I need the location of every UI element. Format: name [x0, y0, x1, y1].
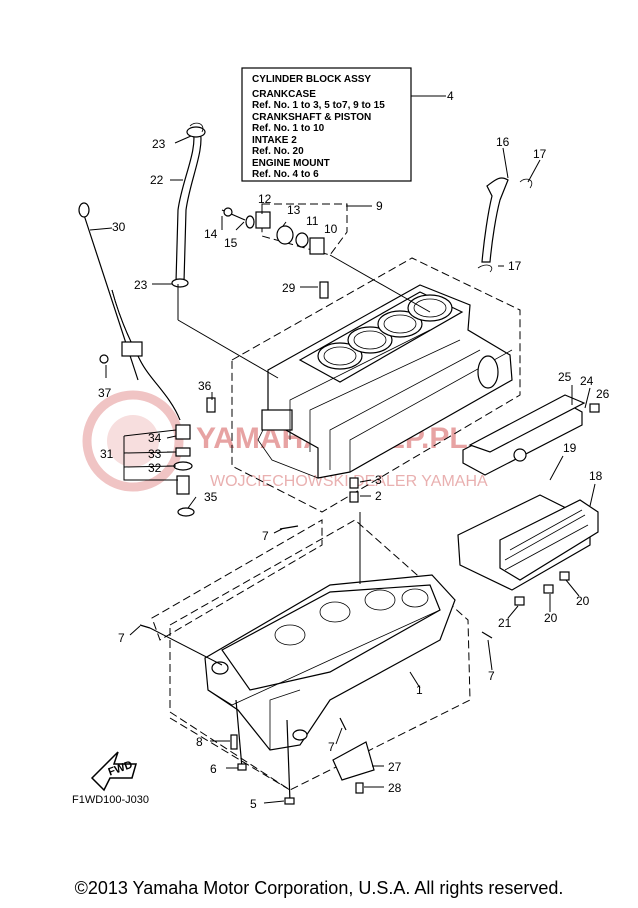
callout-21: 21 [498, 616, 512, 630]
callout-8: 8 [196, 735, 203, 749]
callout-25: 25 [558, 370, 572, 384]
callout-17-top: 17 [533, 147, 547, 161]
callout-4: 4 [447, 89, 454, 103]
dipstick-assembly [78, 202, 216, 517]
callout-35: 35 [204, 490, 218, 504]
info-box-line-9: Ref. No. 4 to 6 [252, 169, 319, 180]
callout-29: 29 [282, 281, 296, 295]
callout-28: 28 [388, 781, 402, 795]
info-box-line-8: ENGINE MOUNT [252, 158, 330, 169]
callout-3: 3 [375, 473, 382, 487]
callout-30: 30 [112, 220, 126, 234]
hoses [171, 122, 533, 288]
callout-12: 12 [258, 192, 272, 206]
small-parts [221, 207, 431, 503]
fwd-arrow: FWD [90, 751, 137, 792]
callout-22: 22 [150, 173, 164, 187]
info-box-line-7: Ref. No. 20 [252, 146, 304, 157]
callout-23-top: 23 [152, 137, 166, 151]
callout-27: 27 [388, 760, 402, 774]
callout-2: 2 [375, 489, 382, 503]
cylinder-block [257, 284, 513, 479]
callout-23-bottom: 23 [134, 278, 148, 292]
callout-32: 32 [148, 461, 162, 475]
group-outlines [151, 203, 521, 791]
callout-15: 15 [224, 236, 238, 250]
callout-20-left: 20 [544, 611, 558, 625]
callout-20-right: 20 [576, 594, 590, 608]
info-box-line-2: CRANKCASE [252, 89, 316, 100]
callout-31: 31 [100, 447, 114, 461]
callout-14: 14 [204, 227, 218, 241]
watermark-subtext: WOJCIECHOWSKI DEALER YAMAHA [210, 473, 488, 490]
callout-16: 16 [496, 135, 510, 149]
info-box-line-1: CYLINDER BLOCK ASSY [252, 74, 371, 85]
bolts [139, 403, 600, 805]
info-box-line-3: Ref. No. 1 to 3, 5 to7, 9 to 15 [252, 100, 385, 111]
callout-7-upper: 7 [262, 529, 269, 543]
callout-24: 24 [580, 374, 594, 388]
info-box: CYLINDER BLOCK ASSY CRANKCASE Ref. No. 1… [241, 67, 446, 182]
crankcase [204, 574, 456, 751]
callout-33: 33 [148, 447, 162, 461]
info-box-line-4: CRANKSHAFT & PISTON [252, 112, 371, 123]
callout-17-bottom: 17 [508, 259, 522, 273]
intake-covers [457, 394, 599, 591]
info-box-line-5: Ref. No. 1 to 10 [252, 123, 325, 134]
callout-7-bottom: 7 [328, 740, 335, 754]
callout-7-right: 7 [488, 669, 495, 683]
callout-5: 5 [250, 797, 257, 811]
fwd-arrow-icon [90, 751, 137, 792]
leader-lines [89, 135, 596, 804]
callout-10: 10 [324, 222, 338, 236]
callout-37: 37 [98, 386, 112, 400]
diagram-code: F1WD100-J030 [72, 794, 149, 806]
callout-34: 34 [148, 431, 162, 445]
callout-13: 13 [287, 203, 301, 217]
callout-9: 9 [376, 199, 383, 213]
callout-19: 19 [563, 441, 577, 455]
callout-26: 26 [596, 387, 610, 401]
callout-7-left: 7 [118, 631, 125, 645]
callout-18: 18 [589, 469, 603, 483]
callout-numbers: 4 23 22 16 17 12 13 9 11 10 14 15 30 17 … [98, 89, 610, 811]
info-box-line-6: INTAKE 2 [252, 135, 297, 146]
callout-6: 6 [210, 762, 217, 776]
callout-11: 11 [306, 214, 319, 228]
callout-1: 1 [416, 683, 423, 697]
copyright-notice: ©2013 Yamaha Motor Corporation, U.S.A. A… [74, 878, 564, 898]
callout-36: 36 [198, 379, 212, 393]
